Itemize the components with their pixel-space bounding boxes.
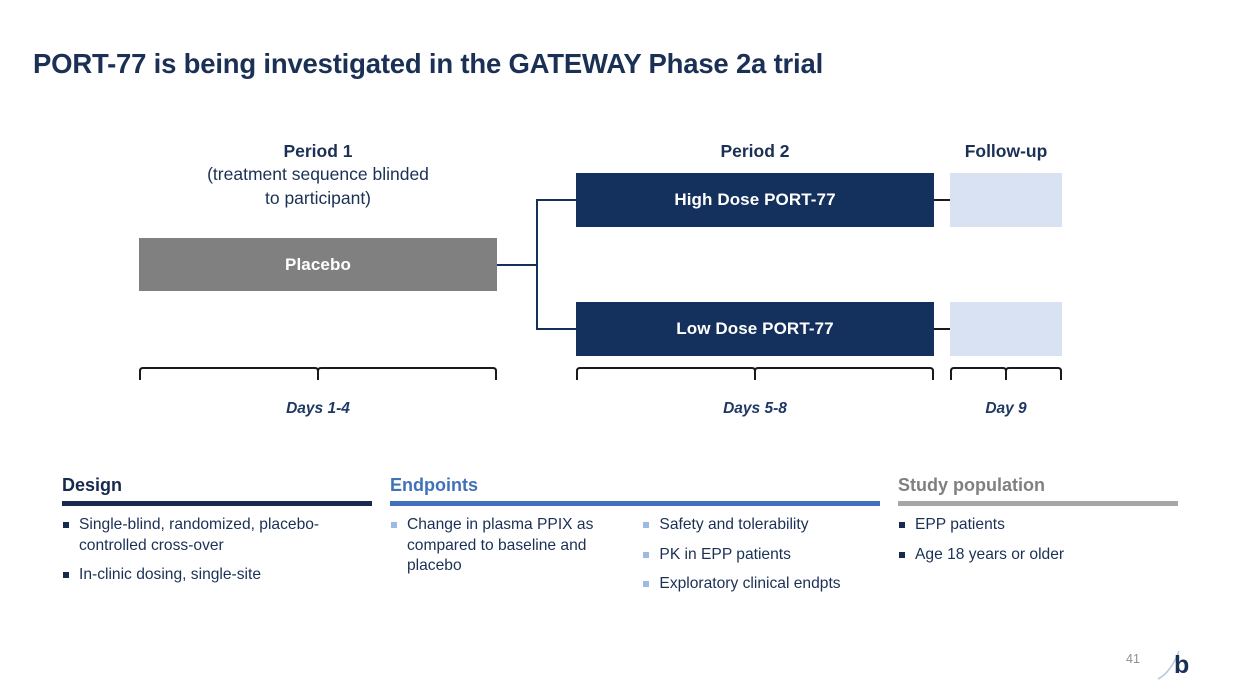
flow-box-followup-low [950,302,1062,356]
list-item: Safety and tolerability [642,515,880,536]
list-item-text: PK in EPP patients [659,545,791,563]
section-study-population-bullets: EPP patients Age 18 years or older [898,515,1178,565]
period1-title: Period 1 [283,141,353,161]
bullet-square-icon [63,522,69,528]
bullet-square-icon [899,551,905,558]
list-item-text: In-clinic dosing, single-site [79,566,262,584]
section-endpoints: Endpoints Change in plasma PPIX as compa… [390,476,880,595]
connector-high-to-followup [933,199,951,201]
list-item: Single-blind, randomized, placebo-contro… [62,515,372,556]
bracket-period2 [576,367,934,381]
list-item: EPP patients [898,515,1178,536]
section-design: Design Single-blind, randomized, placebo… [62,476,372,586]
list-item: Exploratory clinical endpts [642,574,880,595]
connector-to-high-dose [536,199,577,201]
list-item-text: Exploratory clinical endpts [659,575,841,593]
section-endpoints-title: Endpoints [390,475,478,495]
connector-vertical-split [536,199,538,330]
period1-subtitle-line1: (treatment sequence blinded [207,164,429,185]
list-item-text: EPP patients [915,516,1005,533]
section-design-rule [62,501,372,506]
flow-box-placebo: Placebo [139,238,497,291]
period1-subtitle-line2: to participant) [264,187,372,208]
section-endpoints-bullets-col2: Safety and tolerability PK in EPP patien… [642,506,880,595]
list-item: Age 18 years or older [898,545,1178,566]
section-design-bullets: Single-blind, randomized, placebo-contro… [62,515,372,586]
day-label-period2: Days 5-8 [723,400,787,417]
connector-placebo-stem [497,264,538,266]
company-logo-icon: b [1157,650,1189,680]
list-item: In-clinic dosing, single-site [62,565,372,586]
column-header-period1: Period 1 (treatment sequence blinded to … [139,140,497,210]
section-study-population: Study population EPP patients Age 18 yea… [898,476,1178,565]
list-item: PK in EPP patients [642,545,880,566]
bullet-square-icon [643,551,650,558]
day-label-period1: Days 1-4 [286,400,350,417]
connector-to-low-dose [536,328,577,330]
list-item-text: Safety and tolerability [659,516,809,533]
day-label-followup: Day 9 [985,400,1027,417]
section-endpoints-bullets-col1: Change in plasma PPIX as compared to bas… [390,506,632,595]
column-header-followup: Follow-up [964,141,1048,161]
connector-low-to-followup [933,328,951,330]
bullet-square-icon [63,572,69,579]
bullet-square-icon [643,581,650,588]
list-item-text: Age 18 years or older [915,545,1065,563]
list-item-text: Change in plasma PPIX as compared to bas… [407,516,594,575]
flow-box-followup-high [950,173,1062,227]
section-endpoints-columns: Change in plasma PPIX as compared to bas… [390,506,880,595]
bullet-square-icon [899,522,905,528]
flow-box-high-dose: High Dose PORT-77 [576,173,934,227]
bracket-period1 [139,367,497,381]
section-endpoints-rule [390,501,880,506]
list-item: Change in plasma PPIX as compared to bas… [390,515,632,577]
bracket-followup [950,367,1062,381]
page-number: 41 [1126,652,1140,666]
section-study-population-rule [898,501,1178,506]
page-title: PORT-77 is being investigated in the GAT… [33,48,824,79]
list-item-text: Single-blind, randomized, placebo-contro… [79,516,320,554]
column-header-period2: Period 2 [720,141,790,161]
bullet-square-icon [643,522,650,528]
section-design-title: Design [62,475,123,495]
section-study-population-title: Study population [898,475,1045,495]
flow-box-low-dose: Low Dose PORT-77 [576,302,934,356]
bullet-square-icon [391,522,397,528]
logo-letter: b [1174,651,1189,679]
